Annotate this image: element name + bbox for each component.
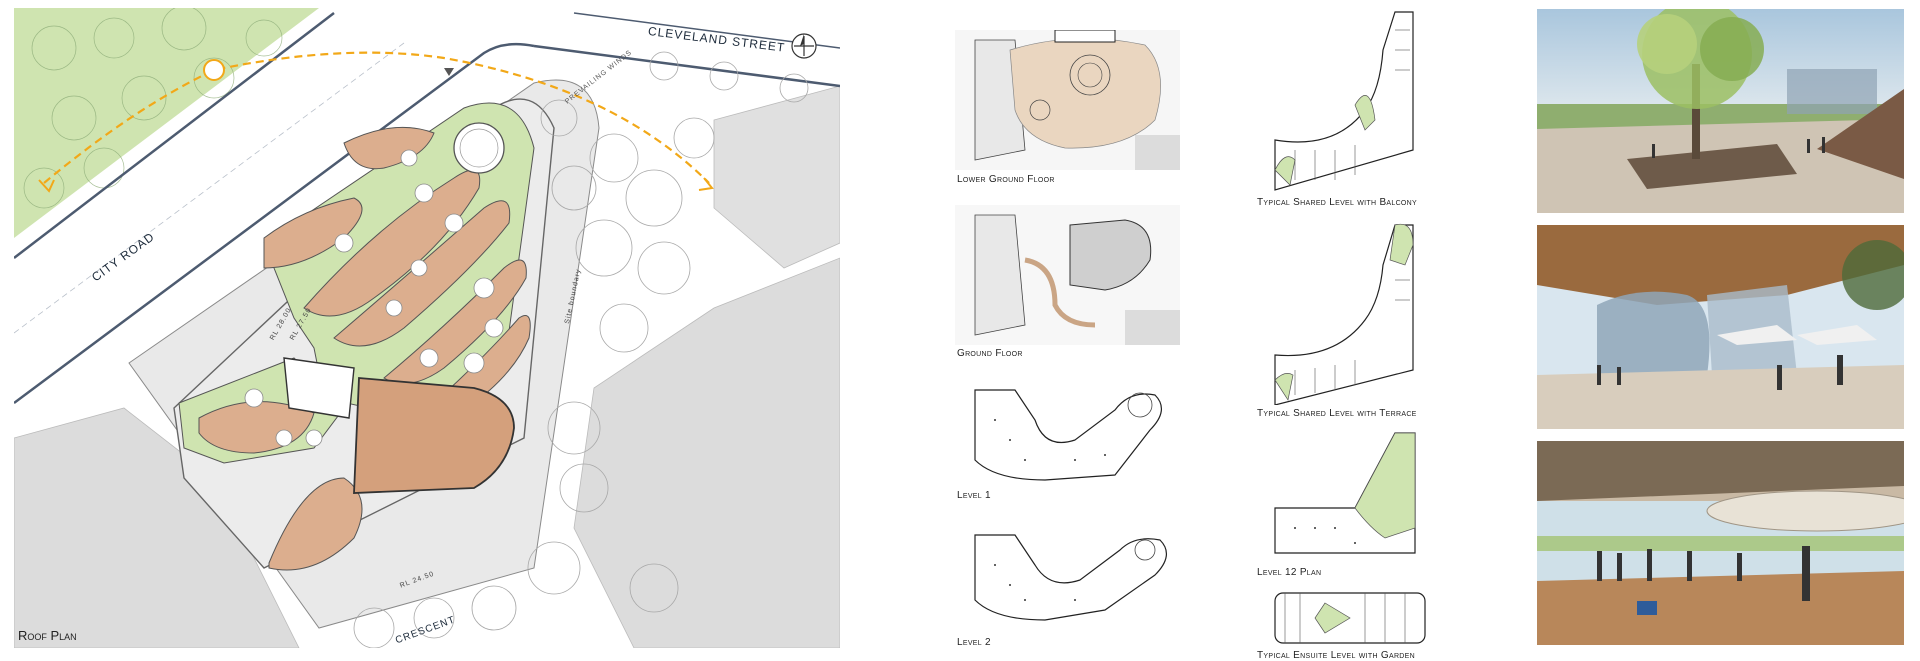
north-arrow-icon	[790, 32, 818, 60]
plan-label-ground: Ground Floor	[957, 348, 1023, 359]
render-interior	[1537, 441, 1904, 645]
plan-ground	[955, 205, 1180, 345]
plan-label-typical-ensuite: Typical Ensuite Level with Garden	[1257, 650, 1415, 661]
plan-lower-ground	[955, 30, 1180, 170]
plan-label-level-1: Level 1	[957, 490, 991, 501]
park-area	[14, 8, 319, 238]
plan-typical-ensuite	[1274, 592, 1426, 644]
plan-label-level-12: Level 12 Plan	[1257, 567, 1322, 578]
site-plan-drawing	[14, 8, 840, 648]
plan-typical-balcony	[1274, 11, 1414, 191]
plan-label-typical-balcony: Typical Shared Level with Balcony	[1257, 197, 1417, 208]
plan-label-lower-ground: Lower Ground Floor	[957, 174, 1055, 185]
render-canopy-terrace	[1537, 225, 1904, 429]
site-plan: CLEVELAND STREET CITY ROAD CRESCENT PREV…	[14, 8, 840, 648]
plan-level-1	[974, 389, 1162, 481]
neighbour-building	[14, 407, 300, 648]
plan-level-12	[1274, 432, 1416, 554]
neighbour-building	[713, 85, 840, 269]
site-plan-title: Roof Plan	[18, 628, 77, 643]
plan-typical-terrace	[1274, 223, 1414, 405]
wind-route	[43, 51, 710, 184]
floor-plans-column-2: Typical Shared Level with Balcony Typica…	[1255, 10, 1445, 661]
city-road-edge	[14, 12, 335, 259]
city-road-edge	[14, 42, 535, 405]
render-plaza	[1537, 9, 1904, 213]
neighbour-building	[573, 257, 840, 648]
circular-tower	[453, 122, 505, 174]
plan-label-typical-terrace: Typical Shared Level with Terrace	[1257, 408, 1417, 419]
plan-level-2	[974, 534, 1167, 621]
roof-terrace	[353, 377, 515, 494]
floor-plans-column-1: Lower Ground Floor Ground Floor Level 1 …	[955, 10, 1190, 650]
plan-label-level-2: Level 2	[957, 637, 991, 648]
